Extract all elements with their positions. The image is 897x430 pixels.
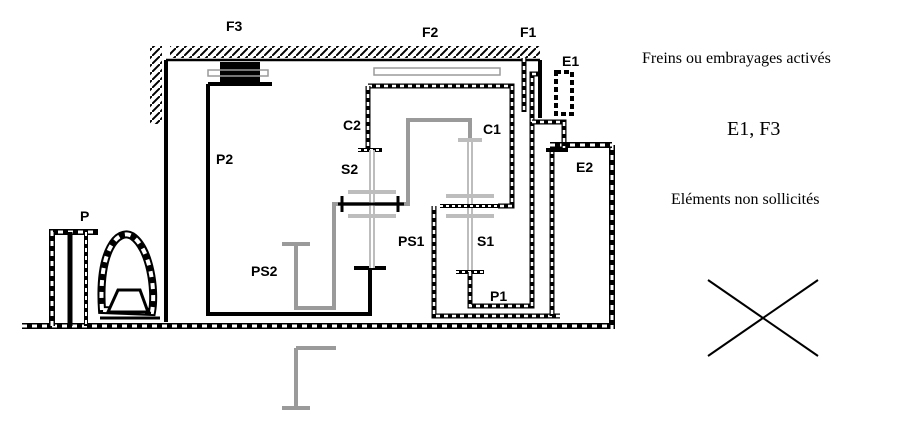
label-c1: C1 [483, 121, 501, 137]
label-s1: S1 [477, 233, 494, 249]
loose-shaft-part [282, 346, 336, 410]
label-e2: E2 [576, 159, 593, 175]
carrier-p2 [206, 62, 386, 316]
active-elements-value: E1, F3 [727, 118, 781, 140]
label-p: P [80, 208, 89, 224]
label-p1: P1 [490, 288, 507, 304]
label-f3: F3 [226, 18, 243, 34]
label-p2: P2 [216, 151, 233, 167]
idle-elements-heading: Eléments non sollicités [671, 191, 820, 208]
label-f1: F1 [520, 24, 537, 40]
clutch-e2 [546, 148, 568, 316]
label-f2: F2 [422, 24, 439, 40]
label-s2: S2 [341, 161, 358, 177]
planetary-set-1 [431, 71, 560, 319]
housing-hatch [150, 46, 540, 322]
torque-converter [49, 229, 160, 326]
brake-f1 [521, 58, 542, 118]
label-c2: C2 [343, 117, 361, 133]
main-shaft [22, 142, 615, 329]
cross-mark-icon [707, 279, 819, 357]
planetary-set-2 [282, 67, 515, 310]
clutch-e1 [532, 70, 574, 150]
label-e1: E1 [562, 53, 579, 69]
label-ps2: PS2 [251, 263, 278, 279]
label-ps1: PS1 [398, 233, 425, 249]
active-elements-heading: Freins ou embrayages activés [642, 50, 831, 67]
